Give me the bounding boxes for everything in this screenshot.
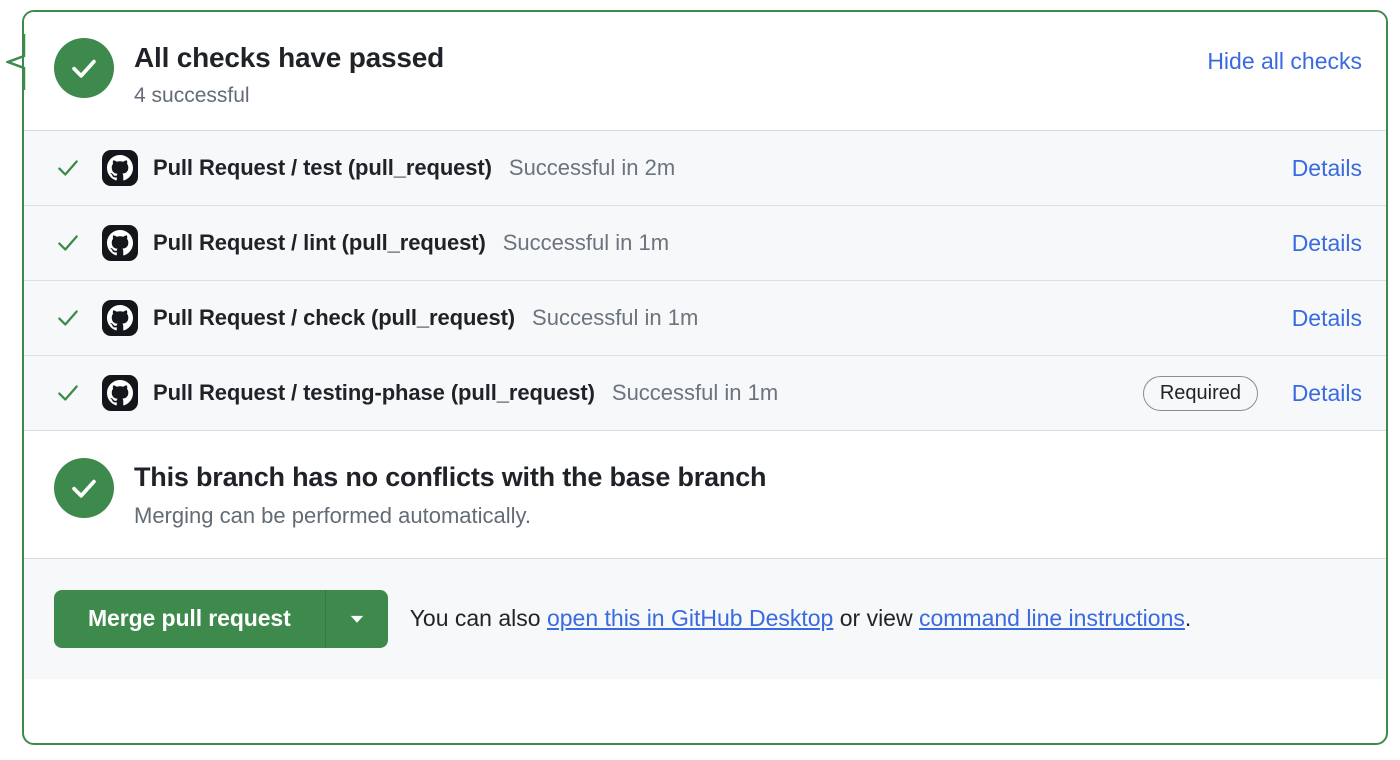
table-row[interactable]: Pull Request / test (pull_request) Succe… — [24, 131, 1386, 207]
check-icon — [54, 380, 82, 406]
table-row[interactable]: Pull Request / testing-phase (pull_reque… — [24, 356, 1386, 432]
check-name: Pull Request / check (pull_request) — [153, 305, 516, 331]
check-circle-icon — [54, 38, 114, 98]
checks-header-text: All checks have passed 4 successful — [134, 38, 1207, 108]
github-desktop-link[interactable]: open this in GitHub Desktop — [546, 605, 834, 632]
check-description: Successful in 2m — [508, 155, 676, 181]
conflicts-title: This branch has no conflicts with the ba… — [134, 462, 767, 493]
checks-summary: 4 successful — [134, 84, 250, 108]
github-icon — [102, 225, 138, 262]
footer-note-middle: or view — [833, 605, 919, 632]
details-link[interactable]: Details — [1291, 154, 1362, 181]
table-row[interactable]: Pull Request / check (pull_request) Succ… — [24, 281, 1386, 357]
merge-footer: Merge pull request You can also open thi… — [24, 558, 1386, 679]
checks-list: Pull Request / test (pull_request) Succe… — [24, 131, 1386, 432]
conflicts-subtitle: Merging can be performed automatically. — [134, 503, 532, 529]
merge-pull-request-button[interactable]: Merge pull request — [54, 589, 326, 648]
conflicts-section: This branch has no conflicts with the ba… — [24, 431, 1386, 559]
merge-status-box: All checks have passed 4 successful Hide… — [22, 10, 1388, 745]
details-link[interactable]: Details — [1291, 229, 1362, 256]
details-link[interactable]: Details — [1291, 304, 1362, 331]
details-link[interactable]: Details — [1291, 379, 1362, 406]
footer-note-suffix: . — [1184, 605, 1192, 632]
check-icon — [54, 155, 82, 181]
footer-note: You can also open this in GitHub Desktop… — [410, 605, 1192, 632]
conflicts-text: This branch has no conflicts with the ba… — [134, 458, 767, 529]
command-line-instructions-link[interactable]: command line instructions — [918, 605, 1185, 632]
github-icon — [102, 300, 138, 337]
check-name: Pull Request / test (pull_request) — [153, 155, 492, 181]
check-name: Pull Request / testing-phase (pull_reque… — [153, 380, 595, 406]
checks-header: All checks have passed 4 successful Hide… — [24, 12, 1386, 132]
check-name: Pull Request / lint (pull_request) — [153, 230, 486, 256]
chevron-down-icon[interactable] — [325, 589, 388, 648]
status-badge: Required — [1142, 375, 1258, 411]
check-description: Successful in 1m — [611, 380, 779, 406]
hide-all-checks-link[interactable]: Hide all checks — [1207, 48, 1362, 74]
merge-button-group: Merge pull request — [54, 589, 388, 648]
footer-note-prefix: You can also — [409, 605, 547, 632]
check-icon — [54, 230, 82, 256]
check-description: Successful in 1m — [532, 305, 699, 331]
page-title: All checks have passed — [134, 42, 444, 73]
table-row[interactable]: Pull Request / lint (pull_request) Succe… — [24, 206, 1386, 282]
check-circle-icon — [54, 458, 114, 519]
check-icon — [54, 305, 82, 331]
check-description: Successful in 1m — [502, 230, 670, 256]
github-icon — [102, 150, 138, 187]
github-icon — [102, 375, 138, 412]
